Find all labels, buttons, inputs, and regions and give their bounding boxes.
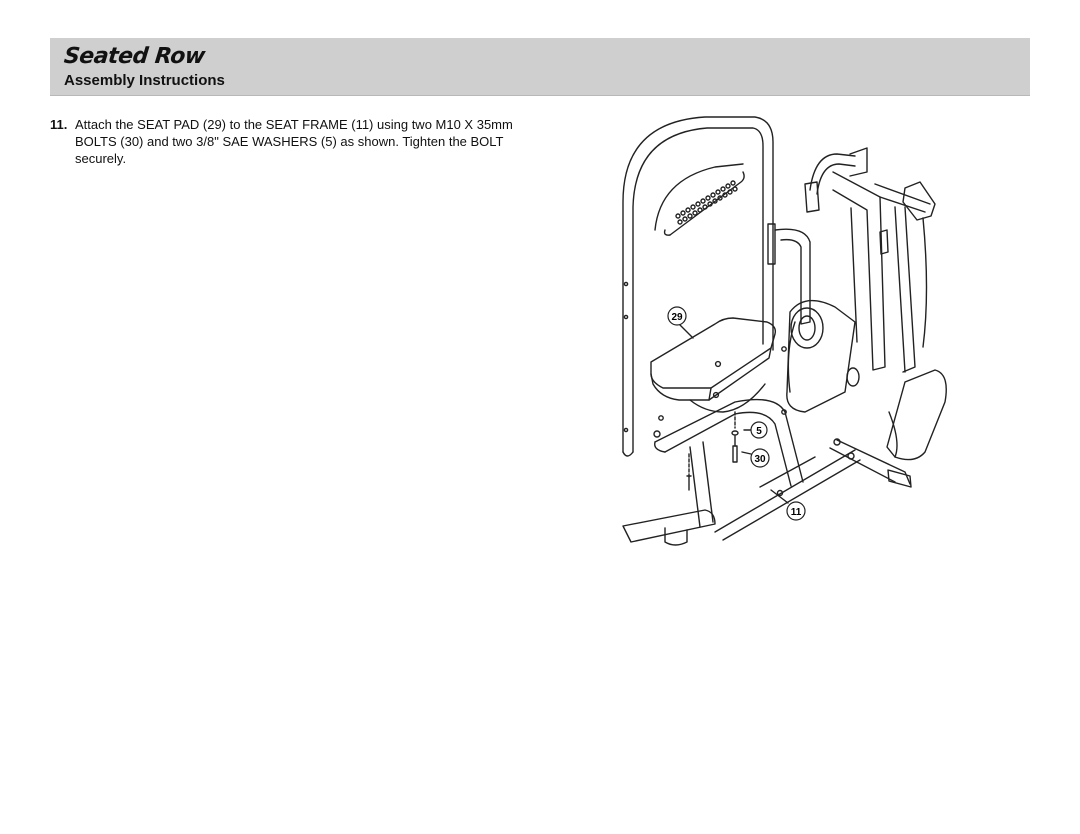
back-pad	[654, 163, 745, 236]
step-text: Attach the SEAT PAD (29) to the SEAT FRA…	[75, 117, 513, 166]
step-number: 11.	[50, 117, 68, 132]
svg-text:29: 29	[671, 312, 683, 323]
seat-frame	[622, 398, 912, 546]
page-title: Seated Row	[62, 44, 207, 69]
instruction-step: 11. Attach the SEAT PAD (29) to the SEAT…	[50, 116, 530, 167]
seat-pad	[650, 317, 777, 401]
svg-text:30: 30	[754, 454, 766, 465]
assembly-diagram: 29 5 30 11	[622, 116, 947, 546]
callout-5: 5	[750, 421, 768, 439]
page-subtitle: Assembly Instructions	[64, 72, 225, 89]
svg-text:5: 5	[756, 426, 762, 437]
callout-30: 30	[750, 448, 770, 468]
bolt-hardware	[686, 411, 739, 491]
handle-arms	[804, 147, 936, 373]
arm-pads	[786, 299, 947, 461]
header-band: Seated Row Assembly Instructions	[50, 38, 1030, 96]
svg-text:11: 11	[791, 507, 802, 518]
back-pad-frame	[622, 116, 774, 457]
callout-11: 11	[786, 501, 806, 521]
callout-29: 29	[667, 306, 687, 326]
